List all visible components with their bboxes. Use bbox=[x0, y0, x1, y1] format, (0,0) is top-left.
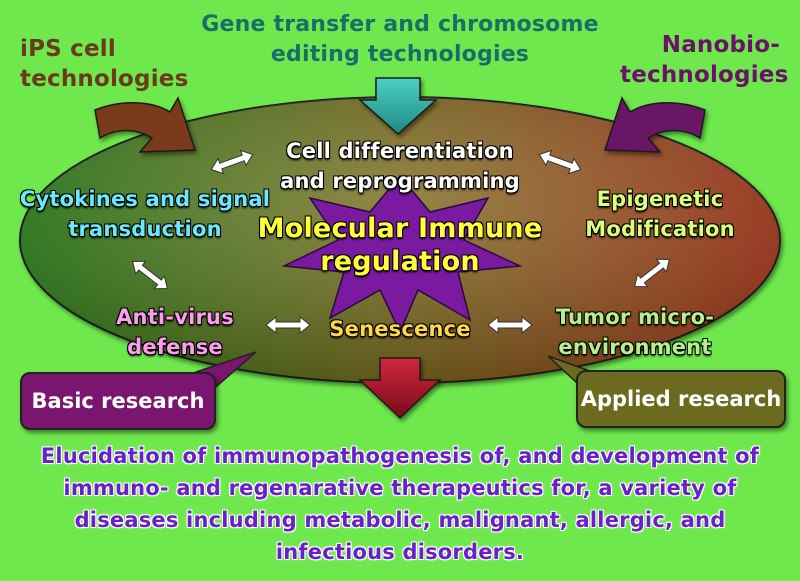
senescence-label: Senescence bbox=[329, 317, 471, 341]
double-arrow-top-left bbox=[210, 149, 254, 175]
center-line1: Molecular Immune bbox=[257, 213, 543, 244]
epigenetic-label: Epigenetic Modification bbox=[560, 184, 760, 244]
tumor-label: Tumor micro- environment bbox=[540, 302, 730, 362]
anti-virus-line2: defense bbox=[127, 335, 223, 359]
center-star bbox=[281, 174, 523, 334]
double-arrow-left bbox=[132, 260, 168, 290]
cytokines-line1: Cytokines and signal bbox=[19, 187, 271, 211]
cell-diff-line1: Cell differentiation bbox=[286, 139, 514, 163]
cell-diff-line2: and reprogramming bbox=[280, 169, 520, 193]
conclusion-line2: immuno- and regenarative therapeutics fo… bbox=[63, 476, 737, 500]
cytokines-label: Cytokines and signal transduction bbox=[10, 184, 280, 244]
tumor-line1: Tumor micro- bbox=[555, 305, 715, 329]
ips-line1: iPS cell bbox=[20, 36, 116, 62]
cytokines-line2: transduction bbox=[68, 217, 222, 241]
gene-transfer-line1: Gene transfer and chromosome bbox=[201, 12, 599, 37]
epigenetic-line2: Modification bbox=[585, 217, 735, 241]
gene-transfer-arrow bbox=[358, 77, 438, 136]
anti-virus-label: Anti-virus defense bbox=[90, 302, 260, 362]
center-line2: regulation bbox=[320, 246, 480, 277]
conclusion-text: Elucidation of immunopathogenesis of, an… bbox=[20, 440, 780, 568]
applied-research-label: Applied research bbox=[580, 387, 782, 411]
ips-label: iPS cell technologies bbox=[20, 34, 200, 94]
conclusion-line1: Elucidation of immunopathogenesis of, an… bbox=[40, 444, 760, 468]
double-arrow-bottom-left bbox=[265, 315, 311, 335]
nanobio-line1: Nanobio- bbox=[661, 32, 780, 58]
basic-research-callout: Basic research bbox=[20, 372, 216, 430]
gene-transfer-line2: editing technologies bbox=[270, 42, 530, 67]
ips-line2: technologies bbox=[20, 66, 189, 92]
double-arrow-bottom-right bbox=[487, 315, 533, 335]
double-arrow-top-right bbox=[538, 149, 582, 175]
applied-research-callout: Applied research bbox=[576, 370, 786, 428]
nanobio-arrow bbox=[603, 96, 706, 153]
double-arrow-right bbox=[634, 258, 670, 288]
conclusion-line4: infectious disorders. bbox=[275, 540, 525, 564]
gene-transfer-label: Gene transfer and chromosome editing tec… bbox=[195, 10, 605, 70]
nanobio-label: Nanobio- technologies bbox=[620, 30, 789, 90]
cell-differentiation-label: Cell differentiation and reprogramming bbox=[260, 136, 540, 196]
epigenetic-line1: Epigenetic bbox=[596, 187, 724, 211]
basic-research-label: Basic research bbox=[31, 389, 205, 413]
tumor-line2: environment bbox=[558, 335, 712, 359]
nanobio-line2: technologies bbox=[620, 62, 789, 88]
conclusion-line3: diseases including metabolic, malignant,… bbox=[74, 508, 726, 532]
result-arrow bbox=[358, 357, 442, 420]
ips-arrow bbox=[94, 96, 197, 153]
anti-virus-line1: Anti-virus bbox=[116, 305, 234, 329]
center-label: Molecular Immune regulation bbox=[250, 212, 550, 278]
